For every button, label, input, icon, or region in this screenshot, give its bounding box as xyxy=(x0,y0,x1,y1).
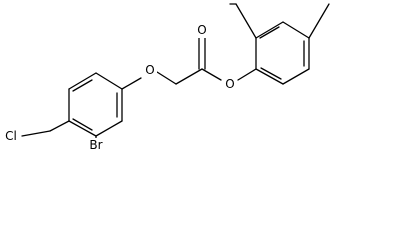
bond-ring1-e xyxy=(68,72,97,90)
bond-c-o-ether xyxy=(121,77,142,90)
ester-oxygen-label: O xyxy=(225,77,234,91)
bond-ch2-c xyxy=(175,68,203,85)
bond-ring2-a xyxy=(255,68,284,85)
atom-bromine: Br xyxy=(84,138,108,152)
chlorobromophenyl-ring xyxy=(68,72,123,137)
bond-c-o-ester xyxy=(201,68,222,81)
bond-c-cl-ext xyxy=(21,130,51,137)
carbonyl-oxygen-label: O xyxy=(197,23,206,37)
bond-ring1-c xyxy=(68,120,97,137)
atom-chlorine: Cl xyxy=(0,129,22,144)
bond-ring2-d xyxy=(282,21,310,39)
bond-methyl-ortho xyxy=(235,3,257,39)
bond-ring2-e xyxy=(255,21,284,39)
bond-ring1-double-2 xyxy=(72,118,93,131)
bond-c-cl xyxy=(49,120,70,132)
atom-ester-oxygen: O xyxy=(223,76,237,92)
bond-ring1-double-3 xyxy=(72,79,93,92)
dimethylphenyl-ring xyxy=(255,21,310,85)
ether-oxygen-label: O xyxy=(145,63,154,77)
bond-ring1-b xyxy=(95,120,123,137)
bond-ring1-f xyxy=(95,72,123,90)
bond-o-ch2 xyxy=(156,71,177,85)
bond-ring2-b xyxy=(282,68,310,85)
atom-ether-oxygen: O xyxy=(143,62,157,78)
bond-o-aryl xyxy=(237,68,257,81)
chlorine-label: Cl xyxy=(5,129,17,143)
atom-carbonyl-oxygen: O xyxy=(195,22,209,38)
bond-methyl-para xyxy=(308,3,330,39)
bond-ring2-double-3 xyxy=(259,26,280,39)
structure-diagram: O O O Br Cl xyxy=(0,3,330,152)
bromine-label: Br xyxy=(89,138,102,152)
bond-ring2-double-1 xyxy=(260,67,282,80)
